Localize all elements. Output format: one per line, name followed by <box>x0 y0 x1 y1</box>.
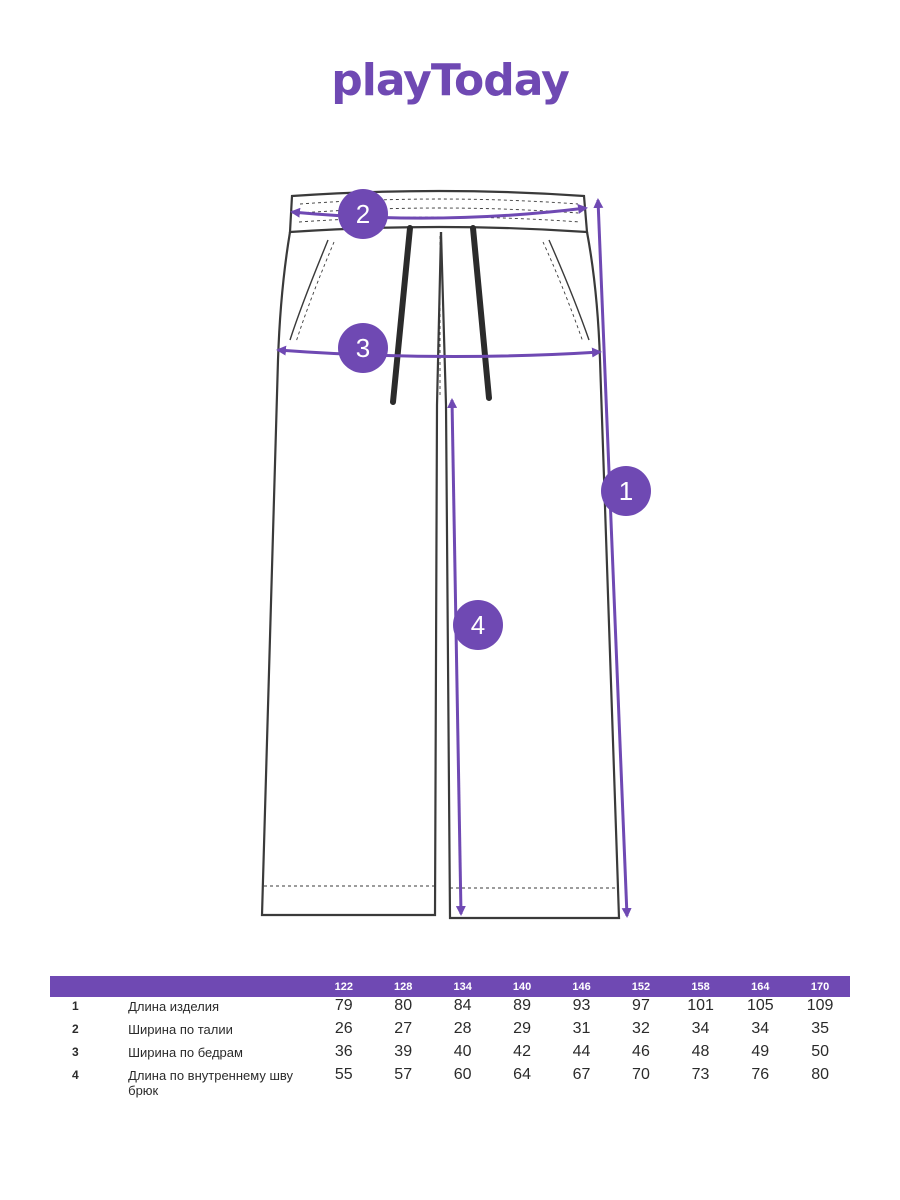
row-value: 79 <box>334 997 353 1014</box>
size-header: 170 <box>810 980 830 993</box>
row-value: 64 <box>513 1066 531 1083</box>
marker-3-label: 3 <box>356 333 370 363</box>
marker-4-label: 4 <box>471 610 485 640</box>
left-leg <box>260 231 443 917</box>
trousers-technical-drawing: 1 2 3 4 <box>260 189 651 920</box>
table-row: 3 Ширина по бедрам 36 39 40 42 44 46 48 … <box>50 1043 850 1066</box>
size-header: 122 <box>334 980 353 993</box>
table-row: 2 Ширина по талии 26 27 28 29 31 32 34 3… <box>50 1020 850 1043</box>
arrow-hips <box>276 345 602 359</box>
arrow-length <box>593 198 632 918</box>
row-value: 73 <box>691 1066 710 1083</box>
header-blank-num <box>50 976 128 997</box>
row-value: 49 <box>751 1043 770 1060</box>
row-value: 76 <box>751 1066 770 1083</box>
row-label: Длина по внутреннему шву брюк <box>128 1068 294 1098</box>
row-number: 4 <box>72 1068 79 1082</box>
row-value: 60 <box>453 1066 472 1083</box>
size-header: 128 <box>394 980 413 993</box>
row-label: Ширина по бедрам <box>128 1045 243 1060</box>
marker-3: 3 <box>338 323 388 373</box>
row-value: 31 <box>572 1020 591 1037</box>
table-row: 4 Длина по внутреннему шву брюк 55 57 60… <box>50 1066 850 1098</box>
row-value: 55 <box>334 1066 353 1083</box>
row-value: 101 <box>687 997 714 1014</box>
row-value: 32 <box>632 1020 650 1037</box>
row-value: 84 <box>453 997 472 1014</box>
table-row: 1 Длина изделия 79 80 84 89 93 97 101 10… <box>50 997 850 1020</box>
marker-1-label: 1 <box>619 476 633 506</box>
brand-logo-text: playToday <box>331 55 570 106</box>
row-value: 57 <box>394 1066 413 1083</box>
trousers-outline <box>260 189 621 920</box>
arrow-waist <box>290 204 588 220</box>
row-value: 80 <box>394 997 413 1014</box>
row-value: 39 <box>394 1043 413 1060</box>
header-blank-label <box>128 976 314 997</box>
row-value: 35 <box>811 1020 829 1037</box>
row-value: 105 <box>746 997 774 1014</box>
row-value: 44 <box>572 1043 591 1060</box>
size-header-row: 122 128 134 140 146 152 158 164 170 <box>50 976 850 997</box>
marker-4: 4 <box>453 600 503 650</box>
arrow-inseam <box>447 398 466 916</box>
size-header: 140 <box>512 980 532 993</box>
row-value: 89 <box>513 997 531 1014</box>
row-value: 34 <box>751 1020 770 1037</box>
right-leg <box>439 231 621 920</box>
drawstrings <box>390 225 492 405</box>
brand-logo: playToday <box>0 55 900 106</box>
row-value: 48 <box>691 1043 710 1060</box>
row-value: 70 <box>632 1066 650 1083</box>
size-header: 146 <box>572 980 591 993</box>
size-header: 164 <box>751 980 770 993</box>
row-label: Длина изделия <box>128 999 220 1014</box>
row-value: 29 <box>513 1020 531 1037</box>
row-value: 80 <box>811 1066 829 1083</box>
drawstring-left <box>390 225 413 405</box>
row-value: 42 <box>513 1043 531 1060</box>
measurement-arrows <box>276 198 632 918</box>
marker-2-label: 2 <box>356 199 370 229</box>
left-pocket-stitch <box>295 241 335 343</box>
row-number: 2 <box>72 1022 79 1036</box>
row-value: 93 <box>572 997 591 1014</box>
row-label: Ширина по талии <box>128 1022 233 1037</box>
drawstring-right <box>470 225 492 401</box>
row-value: 67 <box>572 1066 591 1083</box>
row-value: 28 <box>453 1020 472 1037</box>
row-value: 109 <box>806 997 834 1014</box>
row-number: 3 <box>72 1045 79 1059</box>
row-value: 26 <box>334 1020 353 1037</box>
size-header: 134 <box>453 980 472 993</box>
right-pocket-stitch <box>542 241 584 343</box>
row-value: 36 <box>334 1043 353 1060</box>
row-value: 46 <box>632 1043 650 1060</box>
row-number: 1 <box>72 999 79 1013</box>
marker-1: 1 <box>601 466 651 516</box>
row-value: 34 <box>691 1020 710 1037</box>
left-pocket <box>289 239 329 341</box>
row-value: 50 <box>811 1043 829 1060</box>
marker-2: 2 <box>338 189 388 239</box>
size-header: 158 <box>691 980 710 993</box>
row-value: 97 <box>632 997 650 1014</box>
size-chart-table: 122 128 134 140 146 152 158 164 170 1 Дл… <box>50 976 850 1098</box>
row-value: 40 <box>453 1043 472 1060</box>
size-header: 152 <box>631 980 651 993</box>
row-value: 27 <box>394 1020 413 1037</box>
right-pocket <box>548 239 590 341</box>
